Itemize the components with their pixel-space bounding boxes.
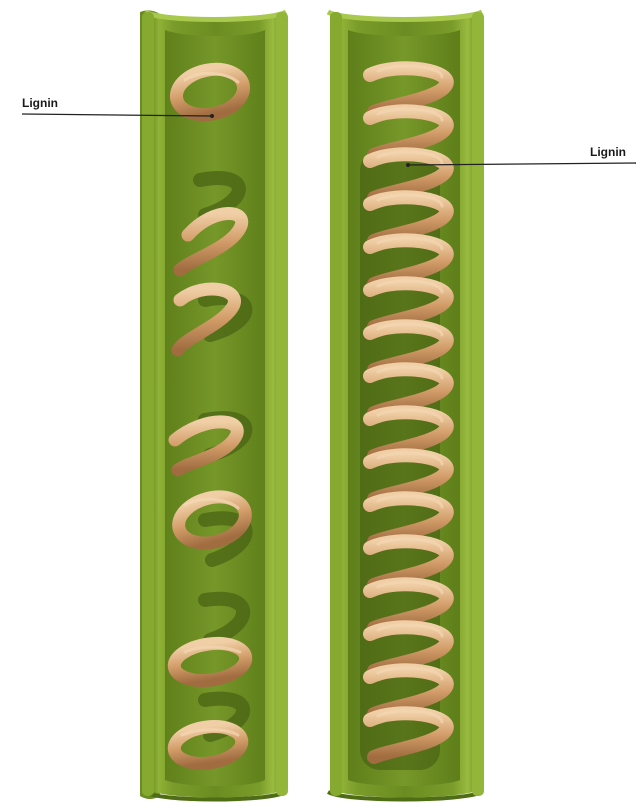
leader-dot-left <box>210 114 214 118</box>
right-vessel <box>328 12 484 800</box>
label-lignin-right: Lignin <box>590 145 626 159</box>
left-vessel <box>140 10 288 799</box>
label-lignin-left: Lignin <box>22 96 58 110</box>
leader-dot-right <box>406 163 410 167</box>
